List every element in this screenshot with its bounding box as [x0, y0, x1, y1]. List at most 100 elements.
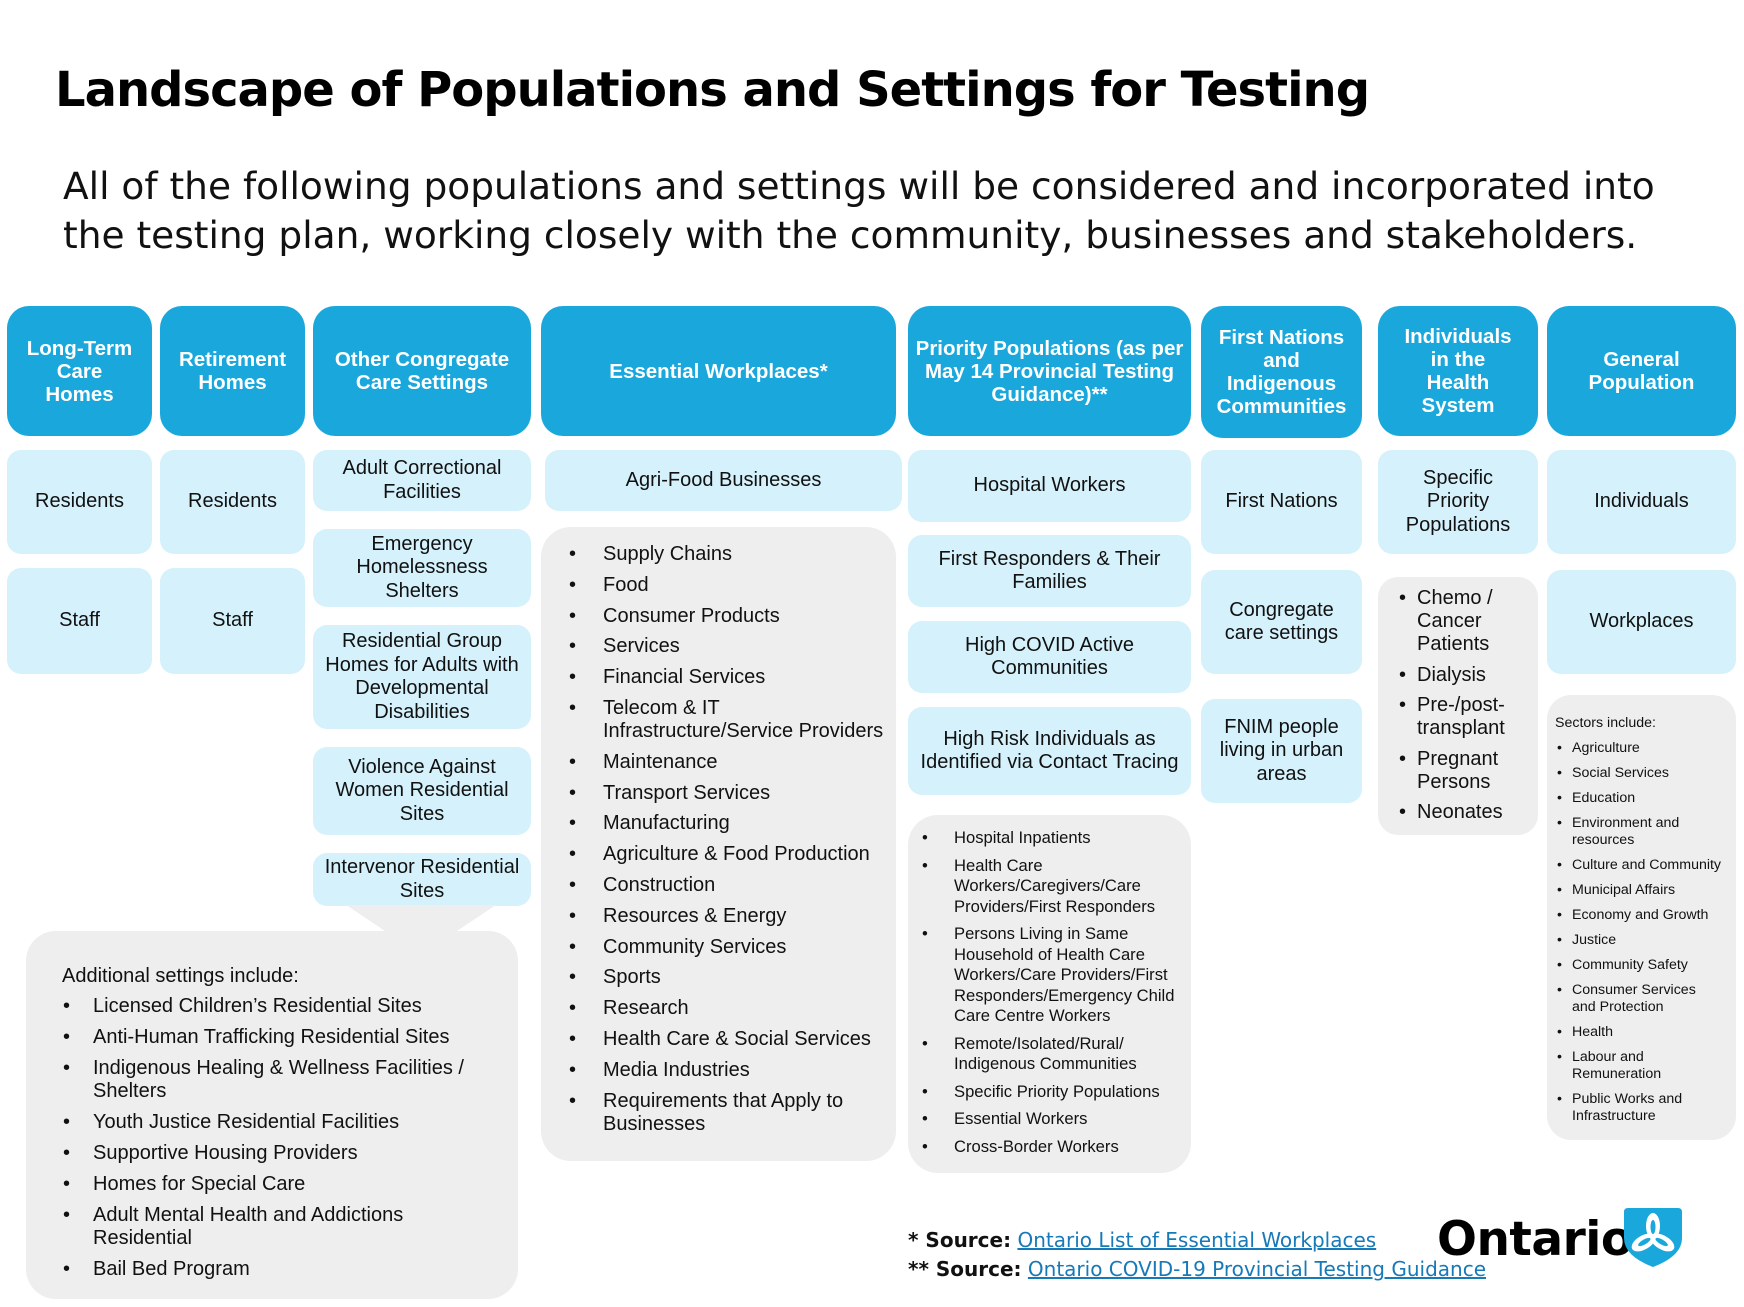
list-item: Agriculture & Food Production [569, 843, 886, 866]
cell-ltc-residents: Residents [7, 450, 152, 554]
cell-workplaces: Workplaces [1547, 570, 1736, 674]
list-item: Cross-Border Workers [922, 1137, 1181, 1158]
sectors-list: Agriculture Social Services Education En… [1555, 740, 1730, 1125]
cell-violence-against-women: Violence Against Women Residential Sites [313, 747, 531, 835]
list-item: Media Industries [569, 1059, 886, 1082]
list-item: Licensed Children’s Residential Sites [63, 995, 504, 1018]
list-item: Financial Services [569, 666, 886, 689]
list-item: Neonates [1399, 801, 1534, 824]
header-other-congregate-care: Other Congregate Care Settings [313, 306, 531, 436]
header-retirement-homes: Retirement Homes [160, 306, 305, 436]
sectors-list-box: Sectors include: Agriculture Social Serv… [1547, 695, 1736, 1140]
list-item: Justice [1557, 932, 1730, 949]
list-item: Culture and Community [1557, 857, 1730, 874]
list-item: Health Care Workers/Caregivers/Care Prov… [922, 856, 1181, 918]
testing-guidance-link[interactable]: Ontario COVID-19 Provincial Testing Guid… [1027, 1257, 1487, 1281]
additional-settings-list: Licensed Children’s Residential Sites An… [62, 995, 504, 1281]
list-item: Environment and resources [1557, 815, 1730, 849]
list-item: Youth Justice Residential Facilities [63, 1111, 504, 1134]
header-general-population: General Population [1547, 306, 1736, 436]
list-item: Supply Chains [569, 543, 886, 566]
list-item: Manufacturing [569, 812, 886, 835]
source-prefix: * Source: [908, 1228, 1012, 1252]
list-item: Consumer Services and Protection [1557, 982, 1730, 1016]
list-item: Community Services [569, 936, 886, 959]
list-item: Economy and Growth [1557, 907, 1730, 924]
health-system-list: Chemo / Cancer Patients Dialysis Pre-/po… [1378, 577, 1538, 824]
cell-fn-congregate-care: Congregate care settings [1201, 570, 1362, 674]
source-testing-guidance: ** Source: Ontario COVID-19 Provincial T… [908, 1257, 1486, 1281]
list-item: Health [1557, 1024, 1730, 1041]
header-health-system: Individuals in the Health System [1378, 306, 1538, 436]
list-item: Research [569, 997, 886, 1020]
list-item: Services [569, 635, 886, 658]
cell-high-risk-individuals: High Risk Individuals as Identified via … [908, 707, 1191, 795]
header-long-term-care: Long-Term Care Homes [7, 306, 152, 436]
list-item: Telecom & IT Infrastructure/Service Prov… [569, 697, 886, 743]
ontario-trillium-icon [1624, 1208, 1682, 1267]
cell-retirement-residents: Residents [160, 450, 305, 554]
list-item: Homes for Special Care [63, 1173, 504, 1196]
cell-high-covid-communities: High COVID Active Communities [908, 621, 1191, 693]
list-item: Social Services [1557, 765, 1730, 782]
cell-adult-correctional: Adult Correctional Facilities [313, 450, 531, 511]
list-item: Indigenous Healing & Wellness Facilities… [63, 1057, 504, 1103]
essential-workplaces-list: Supply Chains Food Consumer Products Ser… [541, 527, 896, 1136]
list-item: Transport Services [569, 782, 886, 805]
essential-workplaces-link[interactable]: Ontario List of Essential Workplaces [1017, 1228, 1377, 1252]
list-item: Pregnant Persons [1399, 748, 1534, 794]
additional-settings-intro: Additional settings include: [62, 965, 299, 987]
list-item: Hospital Inpatients [922, 828, 1181, 849]
list-item: Maintenance [569, 751, 886, 774]
list-item: Construction [569, 874, 886, 897]
source-essential-workplaces: * Source: Ontario List of Essential Work… [908, 1228, 1376, 1252]
cell-emergency-shelters: Emergency Homelessness Shelters [313, 529, 531, 607]
source-prefix: ** Source: [908, 1257, 1022, 1281]
header-essential-workplaces: Essential Workplaces* [541, 306, 896, 436]
cell-first-nations: First Nations [1201, 450, 1362, 554]
list-item: Essential Workers [922, 1109, 1181, 1130]
ontario-logo-text: Ontario [1437, 1212, 1633, 1267]
list-item: Requirements that Apply to Businesses [569, 1090, 886, 1136]
list-item: Agriculture [1557, 740, 1730, 757]
cell-individuals: Individuals [1547, 450, 1736, 554]
health-system-list-box: Chemo / Cancer Patients Dialysis Pre-/po… [1378, 577, 1538, 835]
list-item: Consumer Products [569, 605, 886, 628]
sectors-intro: Sectors include: [1555, 715, 1656, 731]
list-item: Community Safety [1557, 957, 1730, 974]
cell-specific-priority-populations: Specific Priority Populations [1378, 450, 1538, 554]
essential-workplaces-list-box: Supply Chains Food Consumer Products Ser… [541, 527, 896, 1161]
list-item: Bail Bed Program [63, 1258, 504, 1281]
list-item: Chemo / Cancer Patients [1399, 587, 1534, 656]
list-item: Dialysis [1399, 664, 1534, 687]
priority-populations-list-box: Hospital Inpatients Health Care Workers/… [908, 815, 1191, 1173]
cell-agri-food-businesses: Agri-Food Businesses [545, 450, 902, 511]
list-item: Specific Priority Populations [922, 1082, 1181, 1103]
cell-ltc-staff: Staff [7, 568, 152, 674]
cell-fnim-urban: FNIM people living in urban areas [1201, 699, 1362, 803]
list-item: Health Care & Social Services [569, 1028, 886, 1051]
list-item: Remote/Isolated/Rural/ Indigenous Commun… [922, 1034, 1181, 1075]
list-item: Supportive Housing Providers [63, 1142, 504, 1165]
additional-settings-box: Additional settings include: Licensed Ch… [26, 931, 518, 1299]
list-item: Sports [569, 966, 886, 989]
list-item: Anti-Human Trafficking Residential Sites [63, 1026, 504, 1049]
list-item: Resources & Energy [569, 905, 886, 928]
cell-first-responders: First Responders & Their Families [908, 535, 1191, 607]
page-title: Landscape of Populations and Settings fo… [55, 62, 1370, 118]
list-item: Public Works and Infrastructure [1557, 1091, 1730, 1125]
priority-populations-list: Hospital Inpatients Health Care Workers/… [908, 815, 1191, 1157]
cell-retirement-staff: Staff [160, 568, 305, 674]
cell-hospital-workers: Hospital Workers [908, 450, 1191, 522]
list-item: Food [569, 574, 886, 597]
cell-residential-group-homes: Residential Group Homes for Adults with … [313, 625, 531, 729]
list-item: Persons Living in Same Household of Heal… [922, 924, 1181, 1027]
list-item: Municipal Affairs [1557, 882, 1730, 899]
page-subtitle: All of the following populations and set… [63, 164, 1655, 257]
list-item: Adult Mental Health and Addictions Resid… [63, 1204, 504, 1250]
list-item: Education [1557, 790, 1730, 807]
cell-intervenor-residential: Intervenor Residential Sites [313, 853, 531, 906]
header-priority-populations: Priority Populations (as per May 14 Prov… [908, 306, 1191, 436]
list-item: Pre-/post-transplant [1399, 694, 1534, 740]
list-item: Labour and Remuneration [1557, 1049, 1730, 1083]
